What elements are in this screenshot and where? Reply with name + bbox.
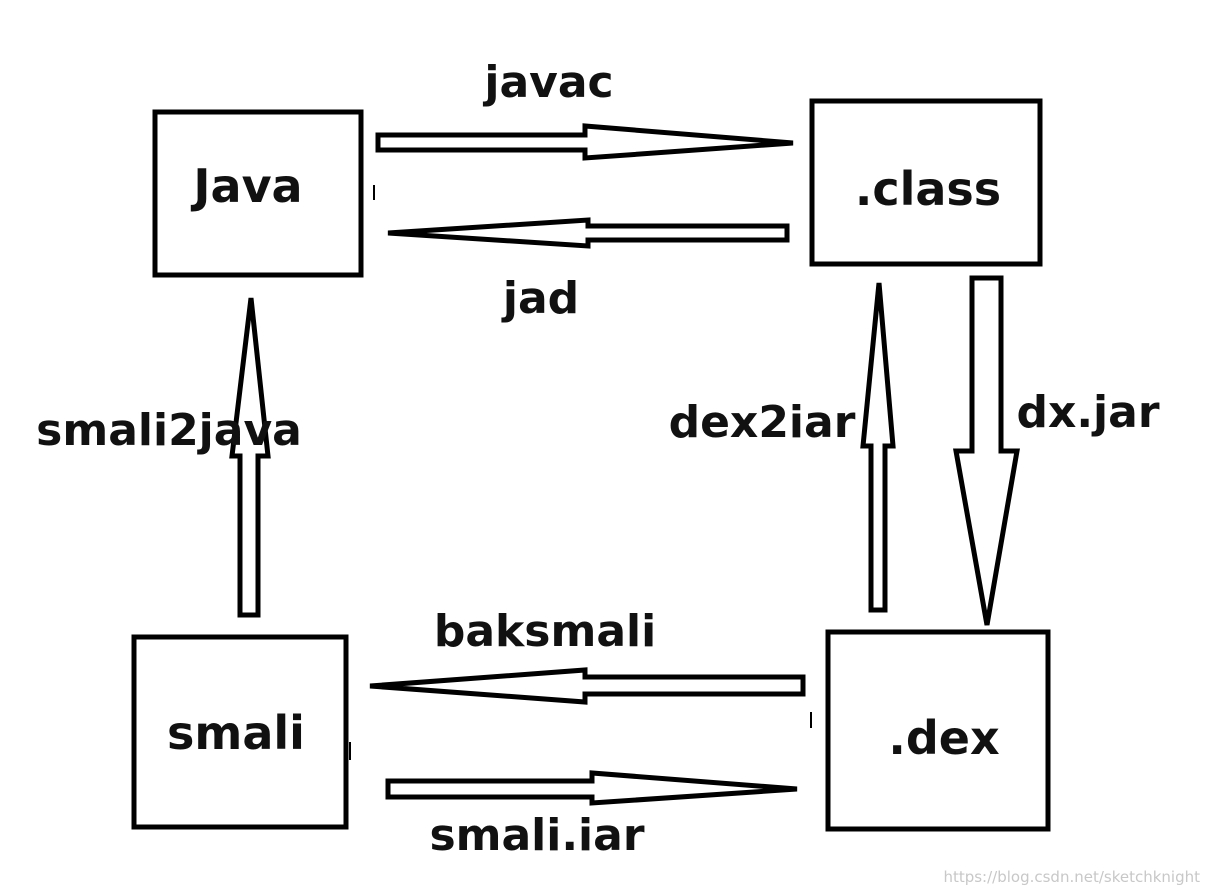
arrow-javac xyxy=(375,123,794,161)
label-dx-jar: dx.jar xyxy=(1016,387,1159,438)
watermark-text: https://blog.csdn.net/sketchknight xyxy=(943,868,1200,886)
label-javac: javac xyxy=(482,57,613,108)
arrow-dx-jar xyxy=(953,275,1020,626)
label-jad: jad xyxy=(501,273,579,324)
node-java-label: Java xyxy=(190,159,302,213)
label-baksmali: baksmali xyxy=(434,606,656,657)
node-dex-label: .dex xyxy=(888,711,999,765)
node-dex: .dex xyxy=(825,629,1051,832)
node-class-label: .class xyxy=(855,162,1001,216)
label-smali-jar: smali.iar xyxy=(429,810,644,861)
arrow-smali-jar xyxy=(385,770,798,806)
arrow-baksmali xyxy=(369,667,806,705)
label-smali2java: smali2java xyxy=(36,405,302,456)
node-dex-box xyxy=(825,629,1051,832)
node-smali-box xyxy=(131,634,349,830)
node-java: Java xyxy=(152,109,364,278)
label-dex2jar: dex2iar xyxy=(669,397,856,448)
arrow-smali2java xyxy=(229,297,271,618)
arrow-jad xyxy=(387,217,790,249)
node-smali-label: smali xyxy=(167,706,305,760)
arrow-dex2jar xyxy=(860,282,896,613)
node-class: .class xyxy=(809,98,1043,267)
node-class-box xyxy=(809,98,1043,267)
node-java-box xyxy=(152,109,364,278)
node-smali: smali xyxy=(131,634,349,830)
